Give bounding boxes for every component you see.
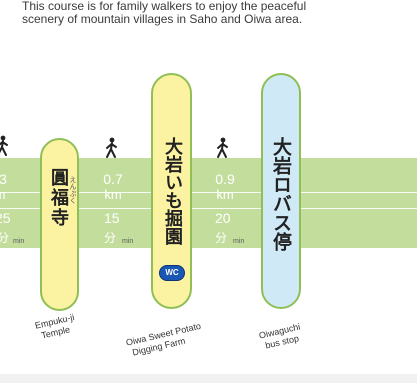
- bus-caption: Oiwaguchi bus stop: [258, 322, 304, 353]
- seg2-distance-unit: km: [216, 187, 234, 202]
- left-time-min: min: [13, 238, 25, 245]
- temple-caption: Empuku-ji Temple: [34, 312, 78, 342]
- bottom-strip: [0, 374, 417, 383]
- seg2-time-value: 20: [215, 210, 231, 226]
- seg1-time-fen: 分: [104, 231, 117, 245]
- temple-stop-pill: 圓福寺 えんぷく: [40, 138, 79, 311]
- seg1-distance-value: 0.7: [103, 171, 123, 187]
- farm-name-jp: 大岩いも掘園: [162, 137, 183, 245]
- seg2-time-fen: 分: [215, 231, 228, 245]
- left-time-fen: 分: [0, 231, 10, 245]
- intro-line-1: This course is for family walkers to enj…: [22, 0, 307, 13]
- band-divider: [0, 208, 417, 209]
- temple-name-ruby: えんぷく: [69, 176, 77, 204]
- farm-caption: Oiwa Sweet Potato Digging Farm: [125, 321, 205, 360]
- left-distance-value: 3: [0, 171, 7, 187]
- seg2-distance-value: 0.9: [215, 171, 235, 187]
- left-distance-unit: m: [0, 187, 8, 202]
- bus-stop-pill: 大岩ロバス停: [261, 73, 301, 309]
- seg1-distance-unit: km: [104, 187, 122, 202]
- intro-line-2: scenery of mountain villages in Saho and…: [22, 12, 303, 26]
- farm-stop-pill: 大岩いも掘園 WC: [151, 73, 192, 309]
- seg1-time-min: min: [122, 238, 134, 245]
- walker-icon: [106, 137, 117, 158]
- left-time-value: 25: [0, 210, 11, 226]
- band-divider: [0, 192, 417, 193]
- temple-name-jp: 圓福寺: [48, 168, 69, 228]
- walker-icon: [217, 137, 228, 158]
- seg2-time-min: min: [233, 238, 245, 245]
- walker-icon: [0, 135, 8, 156]
- wc-badge: WC: [159, 265, 185, 281]
- bus-name-jp: 大岩ロバス停: [270, 137, 292, 251]
- seg1-time-value: 15: [104, 210, 120, 226]
